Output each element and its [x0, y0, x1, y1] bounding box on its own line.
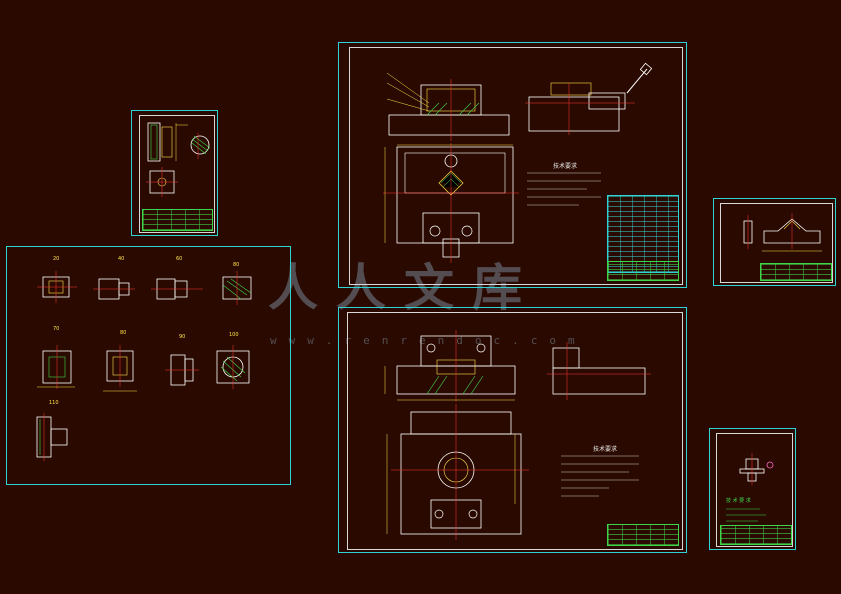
fixture-geometry: [384, 330, 651, 540]
inner-border: [347, 312, 683, 550]
technical-requirements-title: 技术要求: [553, 163, 578, 170]
title-block: [607, 524, 679, 546]
parts-drawings: [36, 271, 252, 461]
part-drawing-shaft-holder: [146, 122, 211, 197]
part-label: 90: [179, 334, 186, 340]
title-block: [720, 525, 792, 545]
title-block: [142, 209, 213, 231]
sheet-fixture-drawing[interactable]: 技术要求: [338, 307, 687, 553]
inner-border: [716, 433, 793, 547]
title-block: [760, 263, 832, 281]
part-drawing-pin: [726, 453, 774, 522]
part-label: 40: [118, 256, 125, 262]
technical-requirements-title: 技术要求: [593, 446, 618, 453]
part-label: 110: [49, 400, 59, 406]
sheet-small-bottom-right[interactable]: 技 术 要 求: [709, 428, 796, 550]
technical-requirements-title: 技 术 要 求: [726, 498, 751, 504]
sheet-assembly-drawing[interactable]: 技术要求: [338, 42, 687, 288]
part-label: 60: [176, 256, 183, 262]
sheet-small-top-left[interactable]: [131, 110, 218, 236]
part-label: 80: [120, 330, 127, 336]
sheet-small-right[interactable]: [713, 198, 836, 286]
part-label: 20: [53, 256, 60, 262]
part-drawing-v-block: [743, 213, 822, 252]
inner-border: [720, 203, 833, 283]
assembly-geometry: [383, 62, 653, 263]
title-block: [607, 261, 679, 281]
inner-border: [349, 47, 683, 285]
part-label: 80: [233, 262, 240, 268]
sheet-parts-collection[interactable]: 20 40 60 80 70 80 90 100 110: [6, 246, 291, 485]
part-label: 70: [53, 326, 60, 332]
inner-border: [139, 115, 215, 233]
part-label: 100: [229, 332, 239, 338]
